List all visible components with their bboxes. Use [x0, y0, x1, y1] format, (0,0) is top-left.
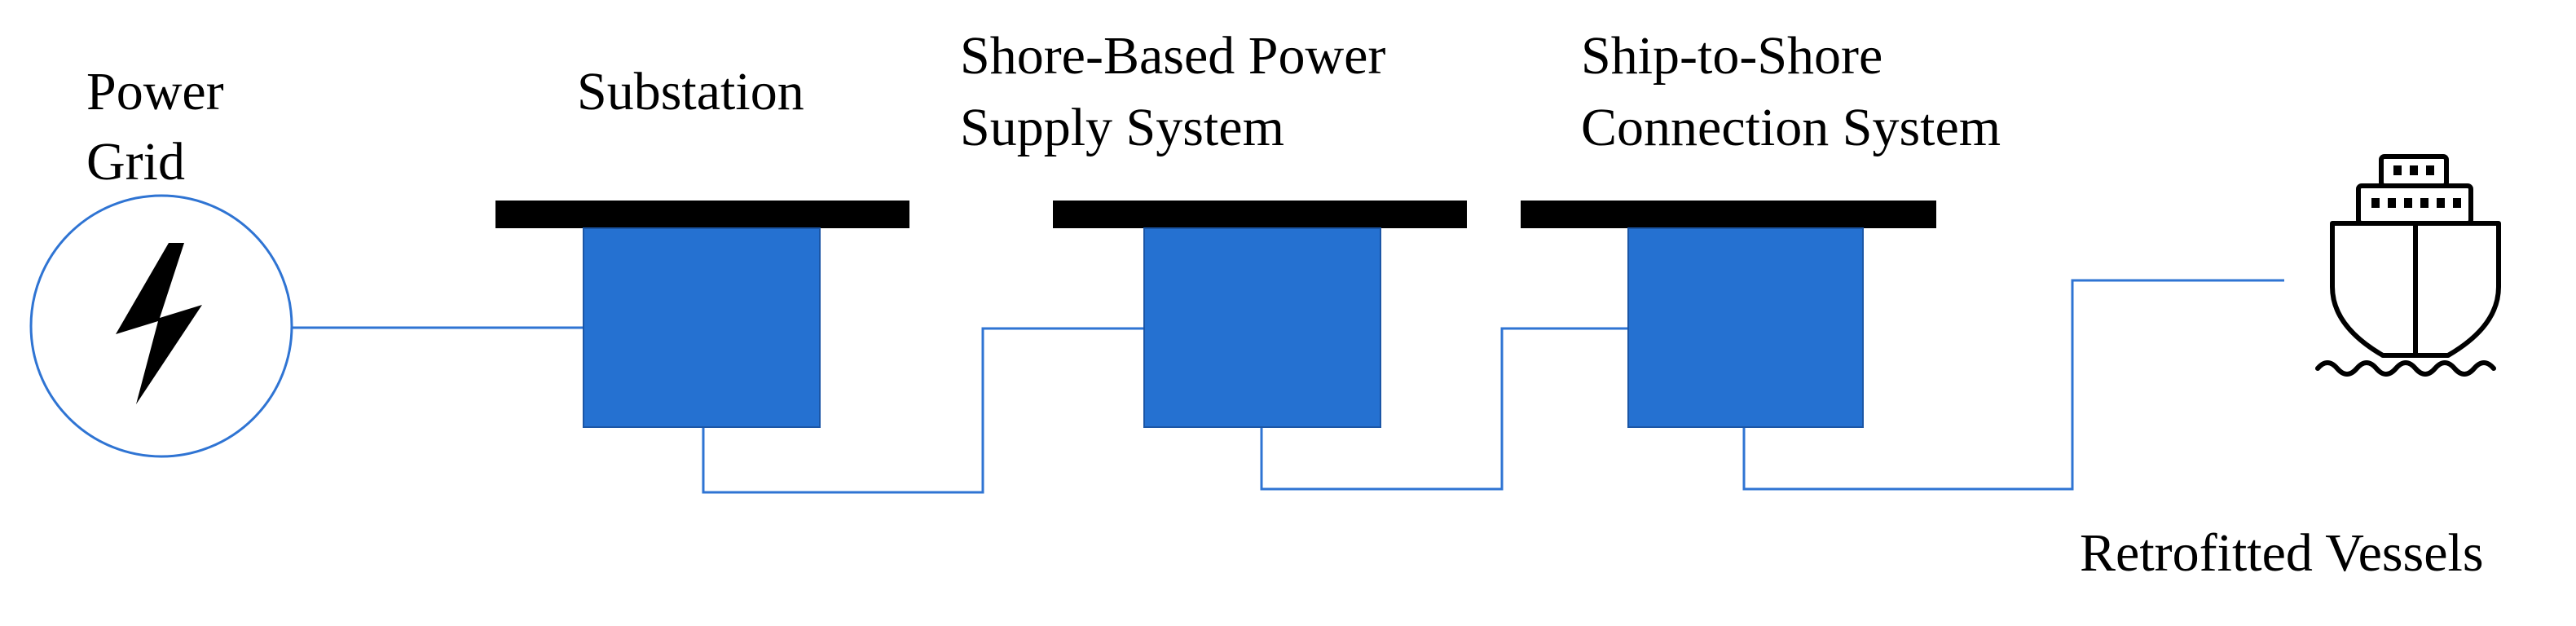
power-grid-label-line2: Grid	[86, 132, 185, 192]
wire-connection-to-vessel	[1742, 279, 2284, 491]
substation-label: Substation	[577, 62, 804, 121]
connection-box	[1627, 227, 1864, 428]
shore-supply-box	[1143, 227, 1381, 428]
wire-shore-supply-to-connection	[1260, 327, 1627, 491]
power-grid-label-line1: Power	[86, 62, 224, 121]
shore-supply-label-line1: Shore-Based Power	[960, 26, 1386, 86]
connection-label-line2: Connection System	[1581, 98, 2001, 157]
substation-box	[583, 227, 821, 428]
lightning-bolt-icon	[116, 243, 202, 404]
shore-supply-label-line2: Supply System	[960, 98, 1284, 157]
vessels-label: Retrofitted Vessels	[2080, 523, 2484, 583]
connection-busbar	[1521, 201, 1936, 228]
substation-busbar	[495, 201, 909, 228]
ship-icon	[2315, 154, 2501, 377]
connection-label-line1: Ship-to-Shore	[1581, 26, 1883, 86]
shore-supply-busbar	[1053, 201, 1467, 228]
wire-substation-to-shore-supply	[702, 327, 1143, 494]
